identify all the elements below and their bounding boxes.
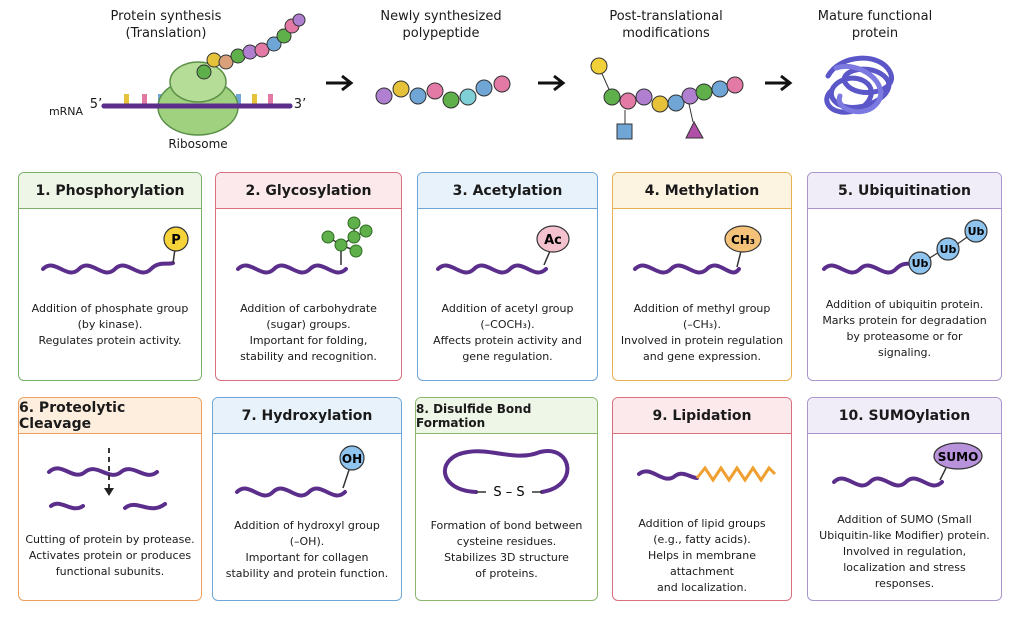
card-disulfide-bond: 8. Disulfide Bond Formation S – S Format… <box>415 397 598 601</box>
ubiquitin-tag: Ub <box>968 225 985 238</box>
mrna-label: mRNA <box>48 105 84 118</box>
card-description: Addition of ubiquitin protein. Marks pro… <box>822 298 987 359</box>
card-description: Addition of hydroxyl group (–OH). Import… <box>225 519 389 580</box>
arrow-icon <box>326 74 354 92</box>
card-title: 5. Ubiquitination <box>808 173 1001 209</box>
stage-label-polypeptide: Newly synthesized polypeptide <box>380 9 502 41</box>
card-description: Addition of acetyl group (–COCH₃). Affec… <box>433 302 582 363</box>
stage-label-translation: Protein synthesis (Translation) <box>110 9 222 41</box>
mature-protein <box>824 55 894 115</box>
card-description: Formation of bond between cysteine resid… <box>430 519 583 580</box>
glycosylation-icon <box>236 216 373 275</box>
card-title: 9. Lipidation <box>613 398 791 434</box>
card-title: 1. Phosphorylation <box>19 173 201 209</box>
phosphate-tag: P <box>171 233 181 248</box>
polypeptide-chain <box>375 75 511 109</box>
hydroxyl-tag: OH <box>342 452 362 466</box>
stage-label-mature: Mature functional protein <box>817 9 933 41</box>
card-sumoylation: 10. SUMOylation SUMO Addition of SUMO (S… <box>807 397 1002 601</box>
card-acetylation: 3. Acetylation Ac Addition of acetyl gro… <box>417 172 598 381</box>
acetylation-icon: Ac <box>436 225 570 275</box>
arrow-icon <box>765 74 793 92</box>
card-description: Addition of carbohydrate (sugar) groups.… <box>240 302 377 363</box>
sumoylation-icon: SUMO <box>832 442 983 488</box>
card-description: Cutting of protein by protease. Activate… <box>25 533 195 578</box>
five-prime-label: 5’ <box>89 97 103 112</box>
card-phosphorylation: 1. Phosphorylation P Addition of phospha… <box>18 172 202 381</box>
ribosome <box>101 61 293 136</box>
methyl-tag: CH₃ <box>731 233 755 247</box>
acetyl-tag: Ac <box>544 233 562 248</box>
card-title: 4. Methylation <box>613 173 791 209</box>
card-proteolytic-cleavage: 6. Proteolytic Cleavage Cutting of prote… <box>18 397 202 601</box>
ubiquitination-icon: Ub Ub Ub <box>822 219 988 275</box>
card-title: 8. Disulfide Bond Formation <box>416 398 597 434</box>
card-title: 6. Proteolytic Cleavage <box>19 398 201 434</box>
three-prime-label: 3’ <box>293 97 307 112</box>
card-hydroxylation: 7. Hydroxylation OH Addition of hydroxyl… <box>212 397 402 601</box>
card-ubiquitination: 5. Ubiquitination Ub Ub Ub Addition of u… <box>807 172 1002 381</box>
methylation-icon: CH₃ <box>633 225 762 275</box>
modified-chain <box>590 57 744 140</box>
card-description: Addition of phosphate group (by kinase).… <box>31 302 189 347</box>
phosphorylation-icon: P <box>41 226 189 275</box>
stage-label-ptm: Post-translational modifications <box>609 9 723 41</box>
arrow-icon <box>538 74 566 92</box>
card-description: Addition of methyl group (–CH₃). Involve… <box>620 302 784 363</box>
card-title: 3. Acetylation <box>418 173 597 209</box>
hydroxylation-icon: OH <box>235 445 365 498</box>
lipidation-icon <box>637 465 777 483</box>
card-methylation: 4. Methylation CH₃ Addition of methyl gr… <box>612 172 792 381</box>
cleavage-icon <box>47 448 167 511</box>
card-title: 7. Hydroxylation <box>213 398 401 434</box>
card-description: Addition of lipid groups (e.g., fatty ac… <box>638 517 766 594</box>
card-lipidation: 9. Lipidation Addition of lipid groups (… <box>612 397 792 601</box>
disulfide-tag: S – S <box>493 485 524 500</box>
sumo-tag: SUMO <box>938 450 979 464</box>
ubiquitin-tag: Ub <box>912 257 929 270</box>
card-title: 10. SUMOylation <box>808 398 1001 434</box>
ubiquitin-tag: Ub <box>940 243 957 256</box>
card-title: 2. Glycosylation <box>216 173 401 209</box>
pipeline-diagram <box>101 13 894 140</box>
card-description: Addition of SUMO (Small Ubiquitin-like M… <box>819 513 990 590</box>
ribosome-label: Ribosome <box>168 137 228 151</box>
nascent-chain <box>196 13 306 80</box>
card-glycosylation: 2. Glycosylation Addition of carbohydrat… <box>215 172 402 381</box>
disulfide-icon: S – S <box>442 449 570 500</box>
